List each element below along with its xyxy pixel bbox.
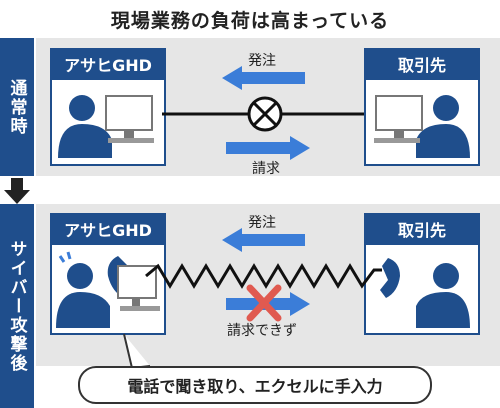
box-partner-cyber-title: 取引先 bbox=[364, 213, 480, 245]
box-asahi-cyber-title: アサヒGHD bbox=[50, 213, 166, 245]
partner-person-icon bbox=[416, 95, 470, 158]
label-order-normal: 発注 bbox=[248, 53, 276, 69]
partner-monitor-icon bbox=[374, 95, 423, 143]
network-circle-x-icon bbox=[247, 96, 283, 132]
person-at-computer-icon bbox=[58, 95, 112, 158]
label-order-cyber: 発注 bbox=[248, 215, 276, 231]
transition-arrow-icon bbox=[4, 178, 30, 204]
order-arrow-cyber-icon bbox=[222, 228, 305, 252]
partner-on-phone-icon bbox=[416, 263, 470, 328]
label-normal: 通常時 bbox=[0, 38, 34, 176]
monitor-icon bbox=[105, 95, 154, 143]
person-on-phone-icon bbox=[56, 263, 110, 328]
phone-line-zigzag bbox=[145, 263, 382, 289]
label-cyber-attack: サイバー攻撃後 bbox=[0, 204, 34, 408]
diagram-title: 現場業務の負荷は高まっている bbox=[110, 10, 390, 32]
order-arrow-icon bbox=[222, 66, 305, 90]
speech-bubble-tail bbox=[123, 333, 151, 370]
monitor-cyber-icon bbox=[117, 265, 160, 311]
speech-bubble: 電話で聞き取り、エクセルに手入力 bbox=[78, 366, 432, 404]
label-billing-failed: 請求できず bbox=[227, 323, 297, 339]
billing-arrow-icon bbox=[226, 136, 310, 160]
stress-lines-icon bbox=[58, 251, 72, 263]
label-billing-normal: 請求 bbox=[252, 161, 280, 177]
box-asahi-normal-title: アサヒGHD bbox=[50, 48, 166, 80]
blocked-cross-icon bbox=[246, 284, 282, 322]
partner-phone-receiver-icon bbox=[380, 258, 400, 298]
box-partner-normal-title: 取引先 bbox=[364, 48, 480, 80]
